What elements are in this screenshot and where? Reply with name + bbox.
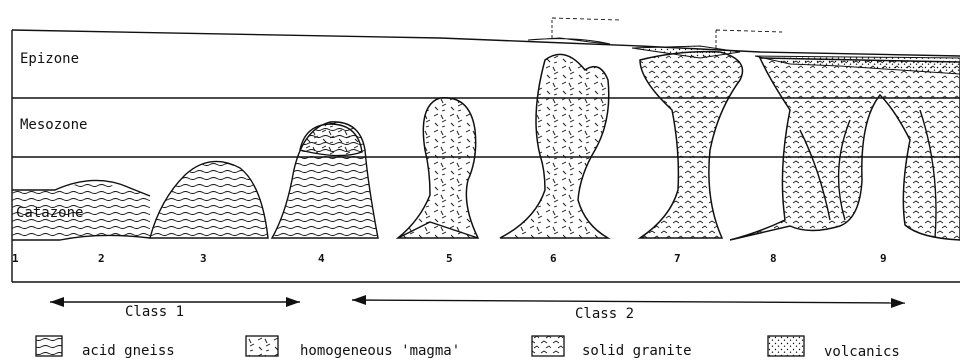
magma-icon [246, 336, 278, 356]
stage-number: 1 [12, 252, 19, 265]
legend-item-acid-gneiss: acid gneiss [36, 336, 175, 359]
gneiss-icon [36, 336, 62, 356]
legend-label: homogeneous 'magma' [300, 343, 460, 359]
stage-3-dome [150, 161, 268, 238]
class-2-label: Class 2 [575, 306, 634, 322]
stage-number: 8 [770, 252, 777, 265]
granite-icon [532, 336, 564, 356]
legend-label: volcanics [824, 344, 900, 360]
stage-4-diapir [272, 122, 378, 238]
legend: acid gneiss homogeneous 'magma' solid gr… [36, 336, 900, 360]
volcanics-icon [768, 336, 804, 356]
stage-number: 2 [98, 252, 105, 265]
legend-label: acid gneiss [82, 343, 175, 359]
stage-8-9-batholith [730, 56, 960, 240]
stage-5-diapir [398, 98, 478, 238]
stage-number: 9 [880, 252, 887, 265]
stage-number: 6 [550, 252, 557, 265]
stage-number: 7 [674, 252, 681, 265]
legend-label: solid granite [582, 343, 692, 359]
stage-number: 5 [446, 252, 453, 265]
stage-6-pluton [500, 18, 620, 238]
stage-7-pluton [632, 30, 782, 238]
stage-number: 3 [200, 252, 207, 265]
epizone-label: Epizone [20, 51, 79, 67]
surface-line [12, 30, 960, 56]
legend-item-homogeneous-magma: homogeneous 'magma' [246, 336, 460, 359]
stage-number: 4 [318, 252, 325, 265]
stage-numbers: 1 2 3 4 5 6 7 8 9 [12, 252, 887, 265]
class-1-label: Class 1 [125, 304, 184, 320]
legend-item-solid-granite: solid granite [532, 336, 692, 359]
catazone-label: Catazone [16, 205, 83, 221]
legend-item-volcanics: volcanics [768, 336, 900, 360]
mesozone-label: Mesozone [20, 117, 87, 133]
